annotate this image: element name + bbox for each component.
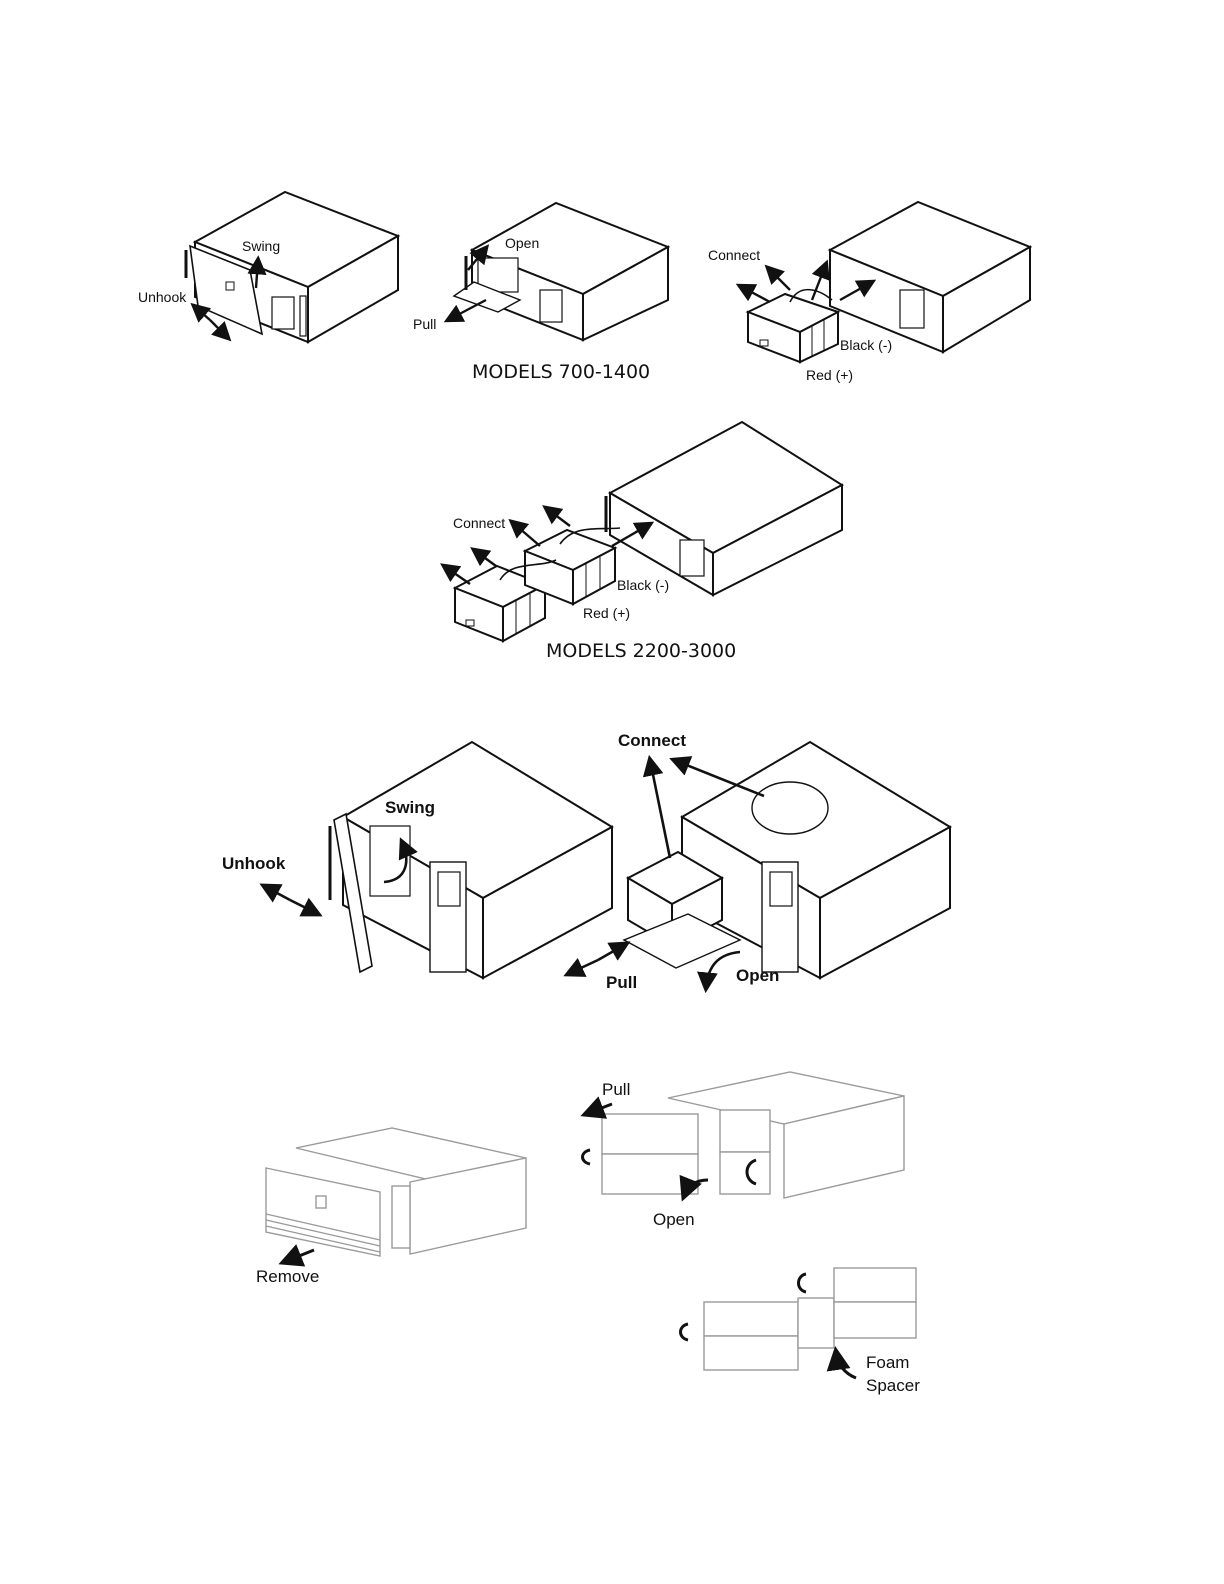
fig1-panel-connect-arrows <box>735 259 877 304</box>
fig3-right-ups <box>622 740 953 980</box>
fig2-red-label: Red (+) <box>583 605 631 621</box>
fig4-foam-batteries <box>703 1267 917 1371</box>
fig1-swing-label: Swing <box>242 238 281 254</box>
fig1-panel-unhook <box>184 190 401 344</box>
fig4-remove-arrow <box>278 1244 315 1267</box>
fig2-caption: MODELS 2200-3000 <box>546 640 737 662</box>
fig4-remove-label: Remove <box>256 1267 320 1286</box>
fig4-pull-arrows <box>580 1096 757 1202</box>
fig1-black-label: Black (-) <box>840 337 893 353</box>
fig4-pull-label: Pull <box>602 1080 631 1099</box>
fig1-panel-open <box>452 201 671 342</box>
fig3-swing-label: Swing <box>385 798 436 817</box>
fig2-batteries <box>452 528 618 643</box>
fig4-foam-arrows <box>679 1272 857 1380</box>
fig3-left-arrows <box>259 837 418 917</box>
fig3-left-ups <box>328 740 614 980</box>
fig1-open-label: Open <box>505 235 540 251</box>
fig4-open-label: Open <box>653 1210 695 1229</box>
fig2-connect-label: Connect <box>453 515 506 531</box>
fig3-right-arrows <box>563 754 765 994</box>
fig2-black-label: Black (-) <box>617 577 670 593</box>
fig1-unhook-label: Unhook <box>138 289 187 305</box>
fig1-panel-unhook-arrows <box>190 255 267 342</box>
fig4-pull-ups <box>601 1071 905 1199</box>
fig3-connect-label: Connect <box>618 731 686 750</box>
fig2-arrows <box>440 505 655 585</box>
fig3-unhook-label: Unhook <box>222 854 286 873</box>
fig1-caption: MODELS 700-1400 <box>472 361 651 383</box>
fig1-pull-label: Pull <box>413 316 437 332</box>
fig1-panel-connect <box>745 200 1033 364</box>
fig4-remove-ups <box>265 1127 527 1257</box>
fig2-ups <box>604 420 844 597</box>
fig1-connect-label: Connect <box>708 247 761 263</box>
fig4-foam-label: Foam <box>866 1353 910 1372</box>
fig4-spacer-label: Spacer <box>866 1376 920 1395</box>
fig1-panel-open-arrows <box>443 244 490 323</box>
fig3-pull-label: Pull <box>606 973 638 992</box>
fig1-red-label: Red (+) <box>806 367 854 383</box>
fig3-open-label: Open <box>736 966 780 985</box>
